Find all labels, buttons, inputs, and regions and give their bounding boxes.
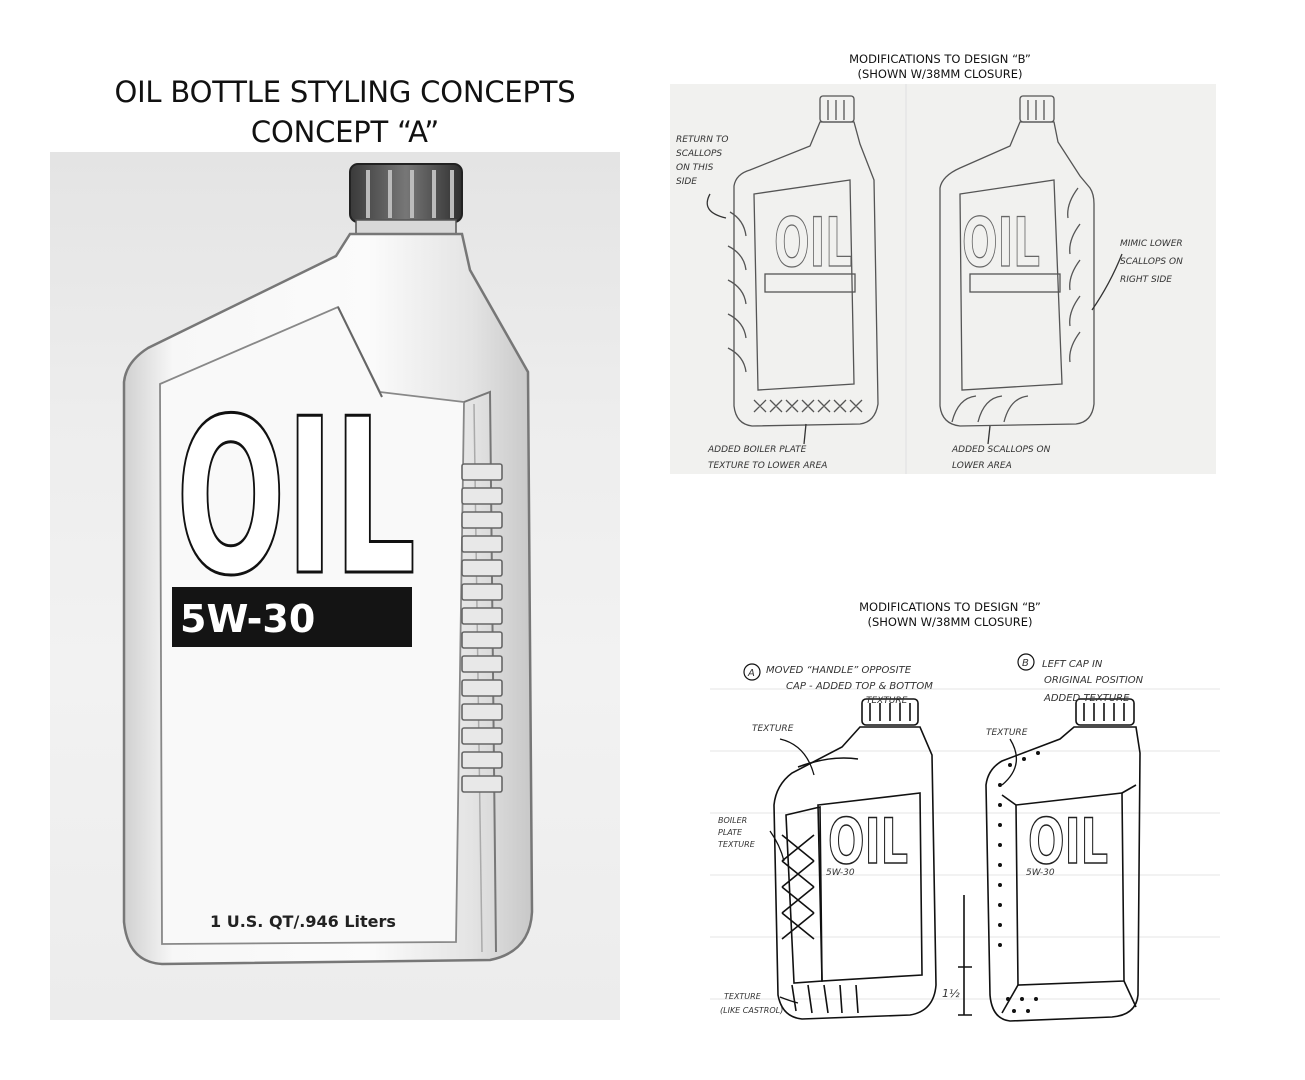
note-texture-right: TEXTURE	[986, 728, 1028, 738]
note-dimension: 1½	[942, 987, 960, 1000]
design-b-sketch-2-drawing: OIL OIL A MOVED “HANDLE” OPPOSITE CAP - …	[710, 653, 1220, 1022]
note-a-1: MOVED “HANDLE” OPPOSITE	[766, 665, 912, 676]
panel1-title-line1: MODIFICATIONS TO DESIGN “B”	[849, 52, 1031, 66]
note-a-label: A	[747, 668, 755, 679]
svg-text:OIL: OIL	[1028, 805, 1108, 878]
sketch-grade-a: 5W-30	[826, 868, 855, 878]
note-mimic-2: SCALLOPS ON	[1120, 257, 1183, 267]
note-boiler-plate-1: BOILER	[718, 816, 747, 825]
note-texture-castrol-1: TEXTURE	[724, 992, 762, 1001]
svg-text:OIL: OIL	[828, 805, 908, 878]
note-b-2: ORIGINAL POSITION	[1044, 675, 1144, 686]
note-return-scallops-4: SIDE	[676, 177, 697, 187]
note-a-3: TEXTURE	[866, 696, 908, 706]
design-b-sketch-1: OIL OIL RETURN TO SCALLOPS ON THIS SIDE …	[670, 84, 1216, 474]
concept-a-volume: 1 U.S. QT/.946 Liters	[210, 912, 396, 931]
panel2-title-line2: (SHOWN W/38MM CLOSURE)	[867, 615, 1033, 629]
concept-a-bottle-illustration: OIL 5W-30 1 U.S. QT/.946 Liters	[122, 163, 534, 966]
design-b-sketch-2: OIL OIL A MOVED “HANDLE” OPPOSITE CAP - …	[710, 635, 1220, 1045]
concept-a-brand: OIL	[176, 372, 416, 623]
note-b-1: LEFT CAP IN	[1042, 659, 1103, 670]
panel2-title-line1: MODIFICATIONS TO DESIGN “B”	[859, 600, 1041, 614]
svg-text:OIL: OIL	[774, 204, 852, 283]
note-mimic-3: RIGHT SIDE	[1120, 275, 1172, 285]
panel1-title-line2: (SHOWN W/38MM CLOSURE)	[857, 67, 1023, 81]
concept-a-render: OIL 5W-30 1 U.S. QT/.946 Liters	[50, 152, 620, 1020]
note-scallops-lower-1: ADDED SCALLOPS ON	[951, 445, 1051, 455]
note-b-label: B	[1022, 658, 1029, 669]
concept-title: CONCEPT “A”	[250, 115, 440, 149]
concept-a-grade: 5W-30	[180, 597, 315, 641]
sketch-grade-b: 5W-30	[1026, 868, 1055, 878]
design-b-sketch-1-drawing: OIL OIL RETURN TO SCALLOPS ON THIS SIDE …	[676, 84, 1183, 474]
note-return-scallops-1: RETURN TO	[676, 135, 728, 145]
note-return-scallops-3: ON THIS	[676, 163, 714, 173]
panel2-title: MODIFICATIONS TO DESIGN “B” (SHOWN W/38M…	[770, 600, 1130, 630]
note-b-3: ADDED TEXTURE	[1043, 693, 1130, 704]
note-a-2: CAP - ADDED TOP & BOTTOM	[786, 681, 933, 692]
note-boiler-2: TEXTURE TO LOWER AREA	[708, 461, 827, 471]
svg-text:OIL: OIL	[962, 204, 1040, 283]
panel1-title: MODIFICATIONS TO DESIGN “B” (SHOWN W/38M…	[760, 52, 1120, 82]
note-boiler-1: ADDED BOILER PLATE	[707, 445, 807, 455]
note-boiler-plate-2: PLATE	[718, 828, 743, 837]
page-title: OIL BOTTLE STYLING CONCEPTS	[114, 75, 576, 109]
note-texture-left: TEXTURE	[752, 724, 794, 734]
note-scallops-lower-2: LOWER AREA	[952, 461, 1012, 471]
note-mimic-1: MIMIC LOWER	[1120, 239, 1183, 249]
note-return-scallops-2: SCALLOPS	[676, 149, 722, 159]
note-texture-castrol-2: (LIKE CASTROL)	[720, 1006, 783, 1015]
note-boiler-plate-3: TEXTURE	[718, 840, 756, 849]
